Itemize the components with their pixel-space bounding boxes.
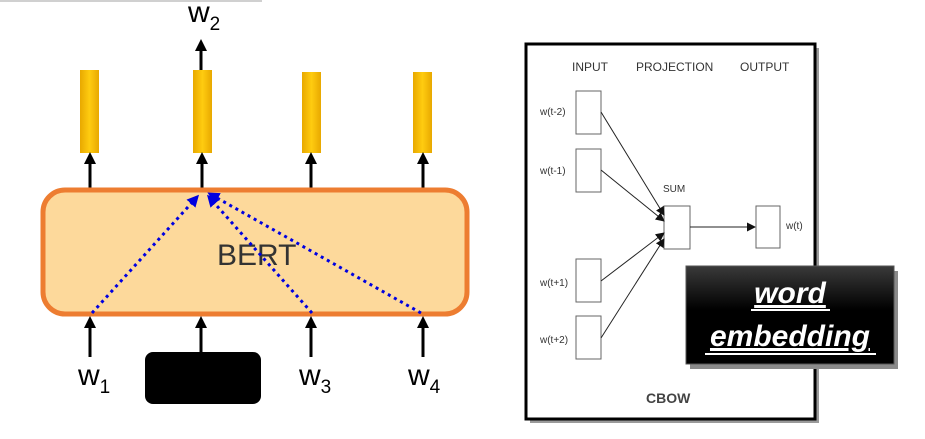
bert-diagram: w2 BERT w1 w3 w4 xyxy=(40,0,470,404)
cbow-header-projection: PROJECTION xyxy=(636,60,713,74)
input-word-4: w4 xyxy=(407,359,441,398)
output-vector-2 xyxy=(193,70,212,153)
cbow-input-box-4 xyxy=(575,315,602,360)
cbow-input-label-3: w(t+1) xyxy=(539,278,568,289)
output-vector-4 xyxy=(413,72,432,153)
cbow-sum-label: SUM xyxy=(663,184,685,195)
word-embedding-badge: word embedding xyxy=(685,265,898,369)
cbow-header-output: OUTPUT xyxy=(740,60,790,74)
cbow-input-label-1: w(t-2) xyxy=(539,107,566,118)
cbow-output-label: w(t) xyxy=(785,221,803,232)
cbow-sum-box xyxy=(663,205,691,250)
attention-arrow-3 xyxy=(207,194,314,314)
cbow-edge-2 xyxy=(600,169,665,222)
cbow-input-box-2 xyxy=(575,148,602,193)
masked-token xyxy=(145,352,261,404)
badge-line-1: word xyxy=(754,277,826,310)
output-word-label: w2 xyxy=(187,0,220,35)
cbow-input-label-2: w(t-1) xyxy=(539,166,566,177)
badge-line-2: embedding xyxy=(710,320,870,353)
cbow-edge-3 xyxy=(600,232,665,282)
input-word-1: w1 xyxy=(77,359,110,398)
cbow-input-label-4: w(t+2) xyxy=(539,335,568,346)
cbow-figure: INPUT PROJECTION OUTPUT w(t-2) w(t-1) w(… xyxy=(524,42,819,423)
attention-arrow-1 xyxy=(90,194,200,315)
attention-arrow-4 xyxy=(207,192,422,315)
cbow-edge-1 xyxy=(600,111,665,216)
cbow-header-input: INPUT xyxy=(572,60,609,74)
bert-box xyxy=(40,187,470,317)
badge-box xyxy=(685,265,895,365)
cbow-output-box xyxy=(755,205,781,249)
cbow-input-box-3 xyxy=(575,258,602,303)
input-word-3: w3 xyxy=(298,359,331,398)
cbow-title: CBOW xyxy=(646,390,691,406)
output-vector-3 xyxy=(302,72,321,153)
cbow-edge-4 xyxy=(600,238,665,339)
bert-label: BERT xyxy=(217,239,296,272)
output-vector-1 xyxy=(80,70,99,153)
cbow-input-box-1 xyxy=(575,90,602,135)
